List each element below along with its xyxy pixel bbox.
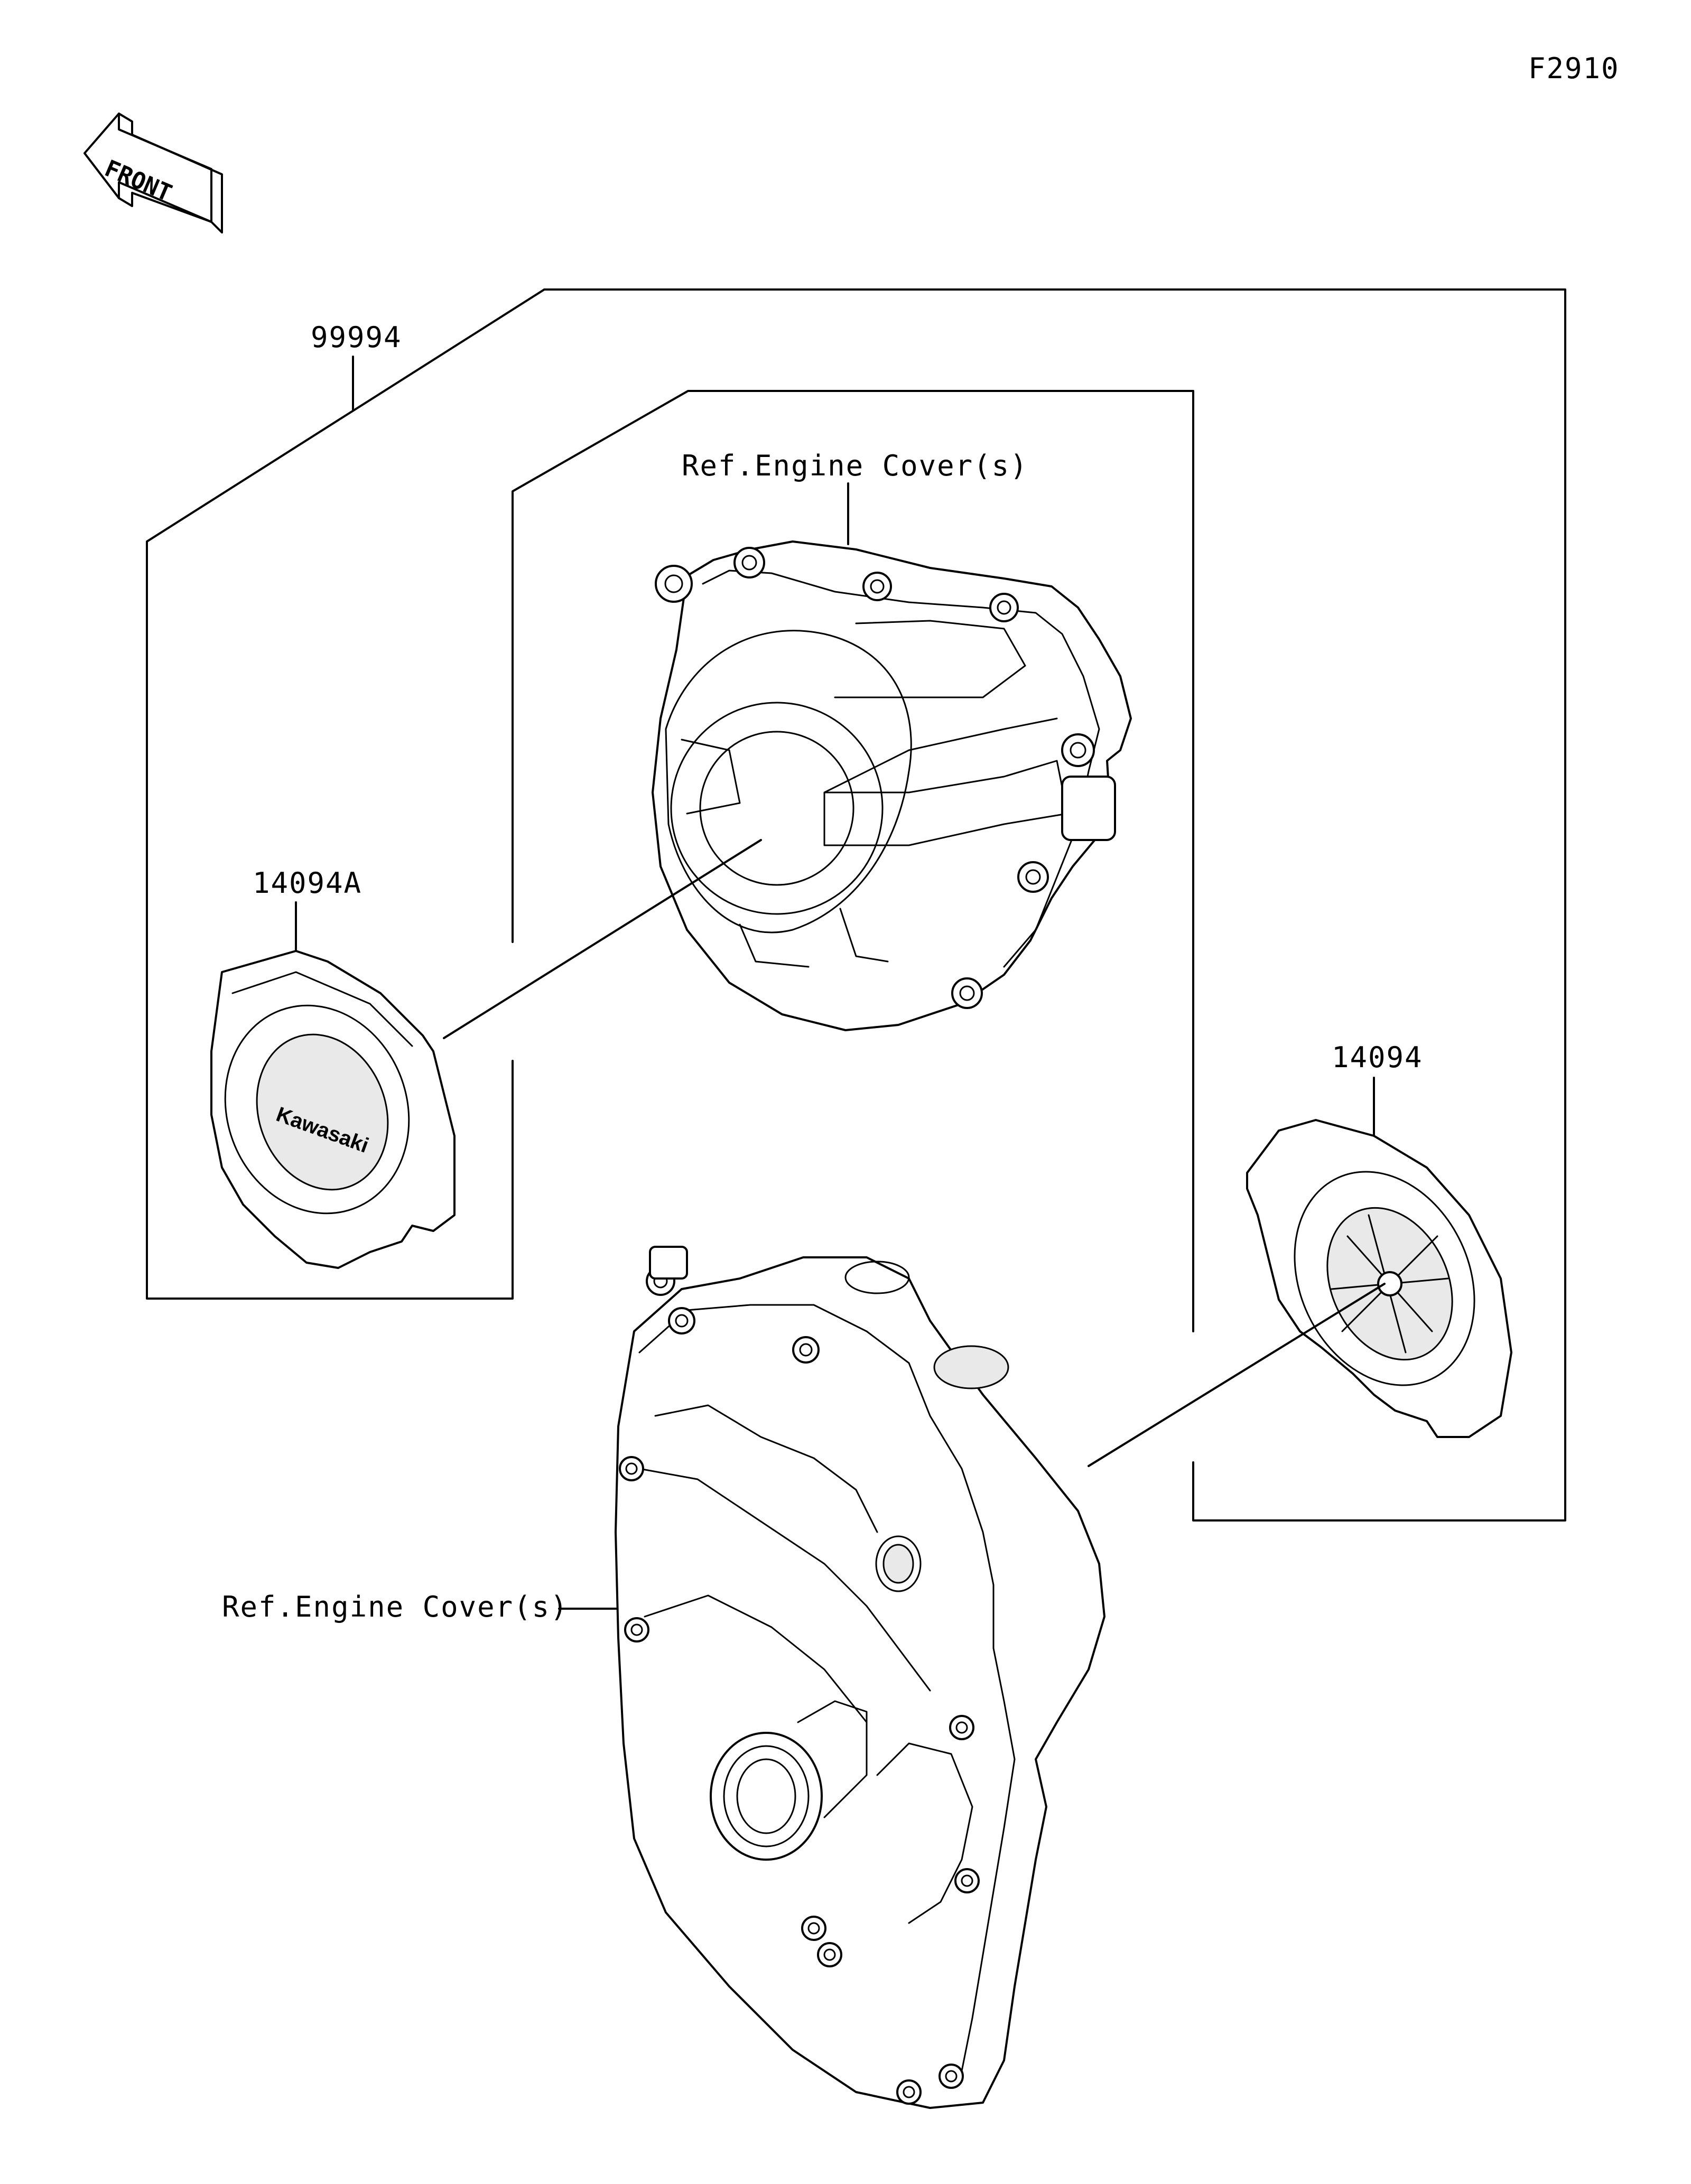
ref-engine-cover-top: Ref.Engine Cover(s)	[682, 449, 1028, 482]
callout-99994: 99994	[311, 321, 402, 354]
callout-14094: 14094	[1332, 1041, 1423, 1074]
kit-outline	[543, 288, 1566, 1522]
cover-14094	[1246, 1119, 1512, 1438]
cover-14094A: Kawasaki	[210, 950, 456, 1269]
ref-engine-cover-bottom: Ref.Engine Cover(s)	[222, 1590, 569, 1623]
front-arrow-icon: FRONT	[83, 113, 223, 234]
callout-14094A: 14094A	[253, 866, 362, 900]
engine-cover-top	[652, 540, 1132, 1031]
engine-cover-bottom	[615, 1246, 1105, 2109]
figure-id: F2910	[1528, 52, 1620, 85]
